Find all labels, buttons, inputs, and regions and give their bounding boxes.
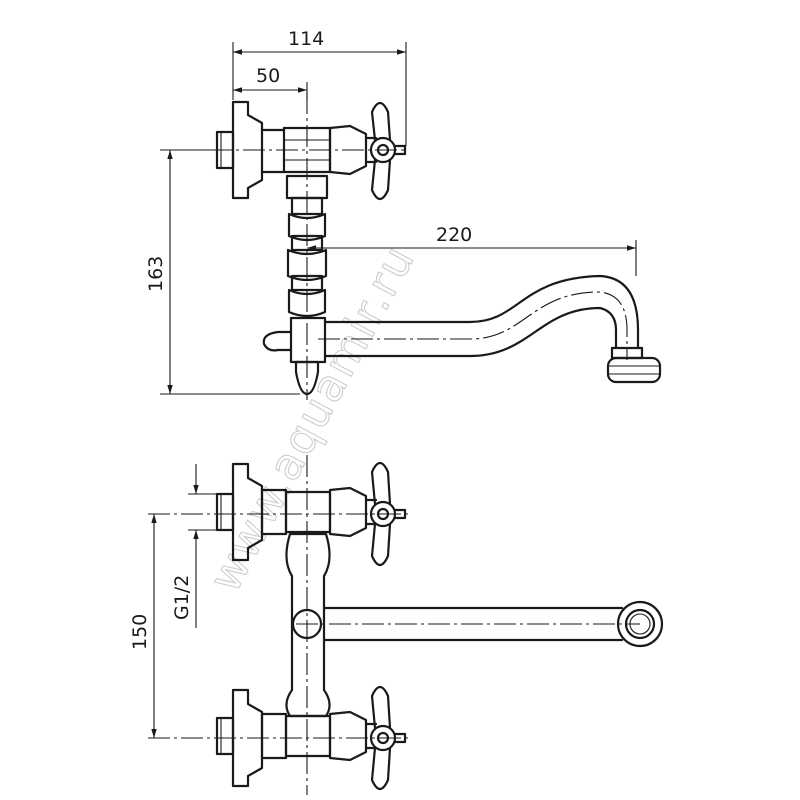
cross-handle-icon xyxy=(369,101,407,201)
dim-114-label: 114 xyxy=(288,28,324,50)
dimension-labels: 114 50 163 220 150 G1/2 xyxy=(129,28,472,650)
dim-220-label: 220 xyxy=(436,224,472,246)
spout-upper xyxy=(323,274,640,350)
dim-150-label: 150 xyxy=(129,614,151,650)
diverter-knob-icon xyxy=(262,330,293,352)
spout-lower xyxy=(323,306,618,358)
wall-flange xyxy=(231,100,264,200)
front-view xyxy=(148,455,664,795)
thread-label: G1/2 xyxy=(171,575,193,620)
mixer-body xyxy=(285,532,331,718)
dimension-lines xyxy=(151,42,637,738)
dim-50-label: 50 xyxy=(256,65,280,87)
dim-163-label: 163 xyxy=(145,256,167,292)
side-view xyxy=(210,92,662,400)
